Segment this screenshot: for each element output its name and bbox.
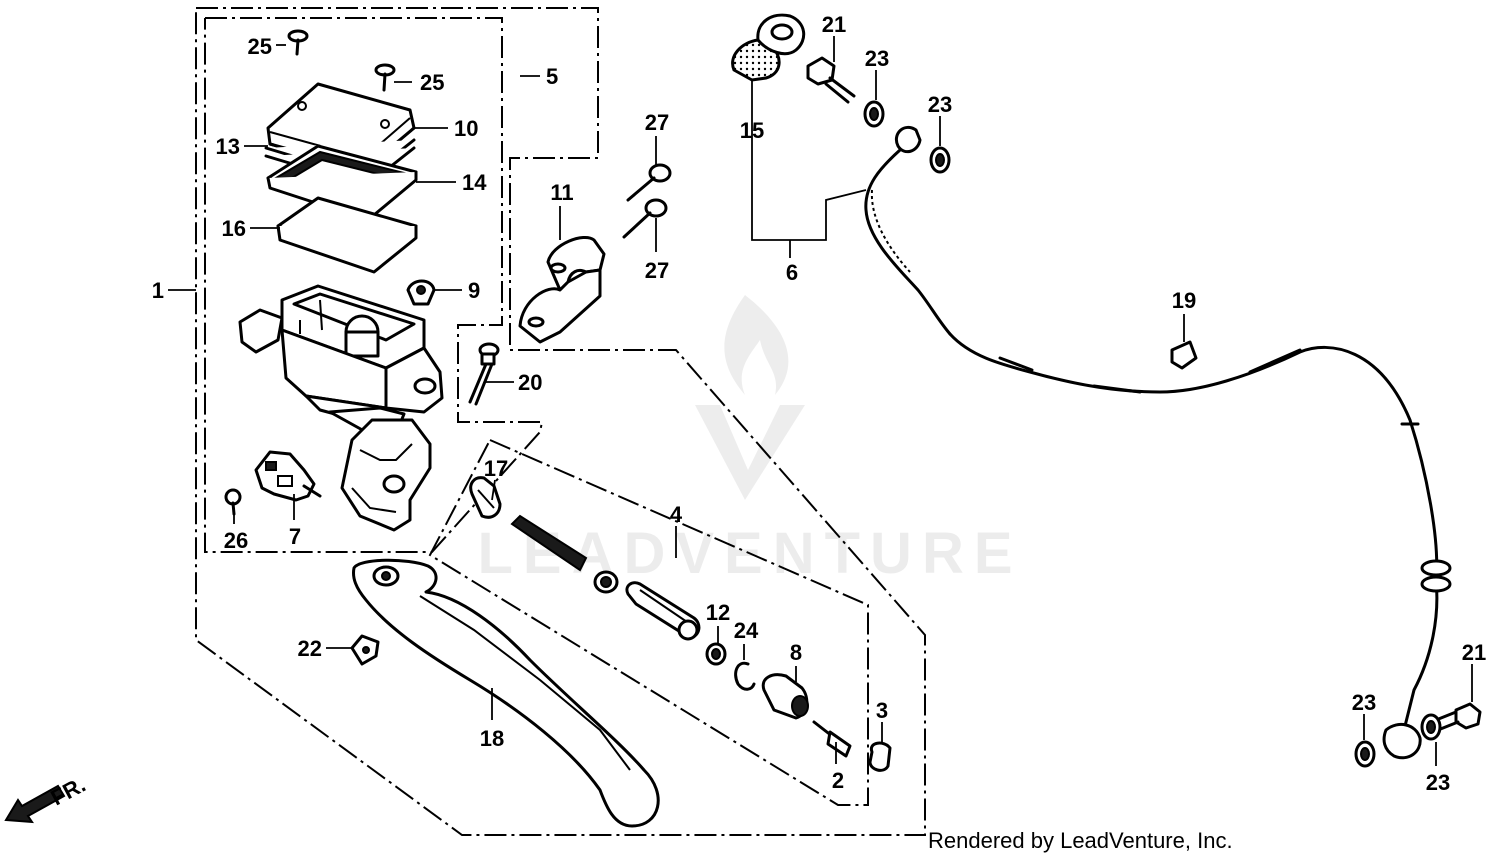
callout-27b: 27: [645, 258, 669, 283]
callout-2: 2: [832, 768, 844, 793]
callout-16: 16: [222, 216, 246, 241]
callout-25b: 25: [420, 70, 444, 95]
callout-26: 26: [224, 528, 248, 553]
piston-cup-front: [593, 570, 619, 594]
callout-15: 15: [740, 118, 764, 143]
callout-1: 1: [152, 278, 164, 303]
snap-ring: [734, 661, 756, 691]
bolt-27-top: [626, 163, 672, 202]
bolt-21-top: [806, 56, 856, 104]
bar-holder: [518, 235, 606, 344]
joint-9: [406, 279, 436, 306]
callout-12: 12: [706, 600, 730, 625]
callout-4: 4: [670, 502, 683, 527]
piston: [625, 581, 701, 641]
screw-25-top: [287, 29, 309, 56]
banjo-15: [731, 13, 806, 82]
brake-lever: [352, 558, 660, 828]
piston-spring: [510, 514, 588, 572]
push-rod: [812, 720, 852, 758]
callout-6: 6: [786, 260, 798, 285]
callout-11: 11: [550, 180, 573, 205]
callout-23a: 23: [865, 46, 889, 71]
bolt-27-bottom: [622, 198, 668, 239]
brake-switch: [254, 450, 322, 502]
callout-17: 17: [484, 456, 508, 481]
washer-12: [705, 642, 727, 666]
direction-label: FR.: [47, 772, 90, 811]
washer-23-d: [1420, 713, 1442, 741]
callout-21a: 21: [822, 12, 846, 37]
callout-20: 20: [518, 370, 542, 395]
dust-boot: [469, 476, 502, 519]
washer-23-a: [863, 100, 885, 128]
callout-7: 7: [289, 524, 301, 549]
screw-25-second: [374, 63, 396, 92]
bolt-21-bottom: [1434, 702, 1482, 732]
callout-9: 9: [468, 278, 480, 303]
callout-13: 13: [216, 134, 240, 159]
callout-21b: 21: [1462, 640, 1486, 665]
master-cylinder-body: [238, 284, 444, 532]
float-plate: [276, 196, 418, 274]
callout-3: 3: [876, 698, 888, 723]
callout-labels: 1 5 25 25 10 13 14 16 9 11 27 27 20 17 4…: [152, 12, 1486, 795]
callout-14: 14: [462, 170, 487, 195]
hose-clip: [1170, 340, 1198, 370]
callout-23d: 23: [1426, 770, 1450, 795]
callout-22: 22: [298, 636, 322, 661]
callout-23c: 23: [1352, 690, 1376, 715]
washer-23-c: [1354, 740, 1376, 768]
footer-credit: Rendered by LeadVenture, Inc.: [928, 828, 1233, 853]
callout-8: 8: [790, 640, 802, 665]
arrow-icon: FR.: [4, 772, 90, 824]
assembly-box-4: [428, 438, 869, 806]
leader-lines: [168, 36, 1473, 766]
screw-26: [224, 488, 242, 516]
callout-24: 24: [734, 618, 759, 643]
callout-5: 5: [546, 64, 558, 89]
brake-hose: [864, 125, 1452, 760]
assembly-box-5: [204, 17, 544, 553]
pivot-nut: [350, 634, 380, 666]
callout-18: 18: [480, 726, 504, 751]
callout-27a: 27: [645, 110, 669, 135]
washer-23-b: [929, 146, 951, 174]
boot-8: [761, 673, 809, 720]
callout-10: 10: [454, 116, 478, 141]
nut-3: [868, 741, 892, 772]
callout-19: 19: [1172, 288, 1196, 313]
callout-23b: 23: [928, 92, 952, 117]
assembly-box-1: [195, 7, 926, 836]
pivot-bolt: [468, 342, 500, 406]
callout-25a: 25: [248, 34, 272, 59]
